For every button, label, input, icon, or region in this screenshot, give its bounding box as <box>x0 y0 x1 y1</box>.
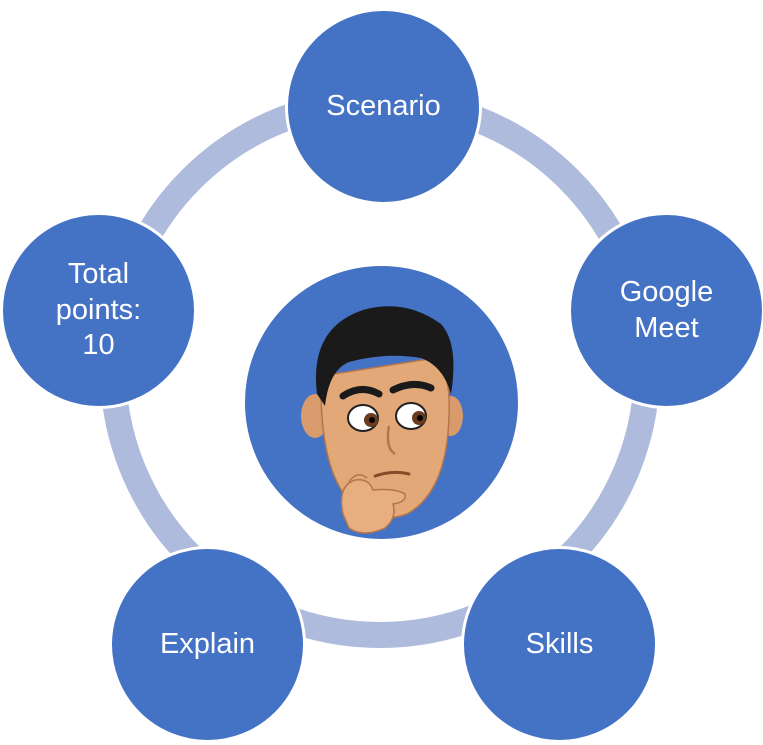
center-circle <box>242 263 521 542</box>
thinking-face-icon <box>301 306 463 534</box>
node-total-points: Total points: 10 <box>0 212 197 409</box>
node-skills: Skills <box>461 546 658 743</box>
node-explain: Explain <box>109 546 306 743</box>
node-google-meet: Google Meet <box>568 212 763 409</box>
node-scenario: Scenario <box>285 8 482 205</box>
